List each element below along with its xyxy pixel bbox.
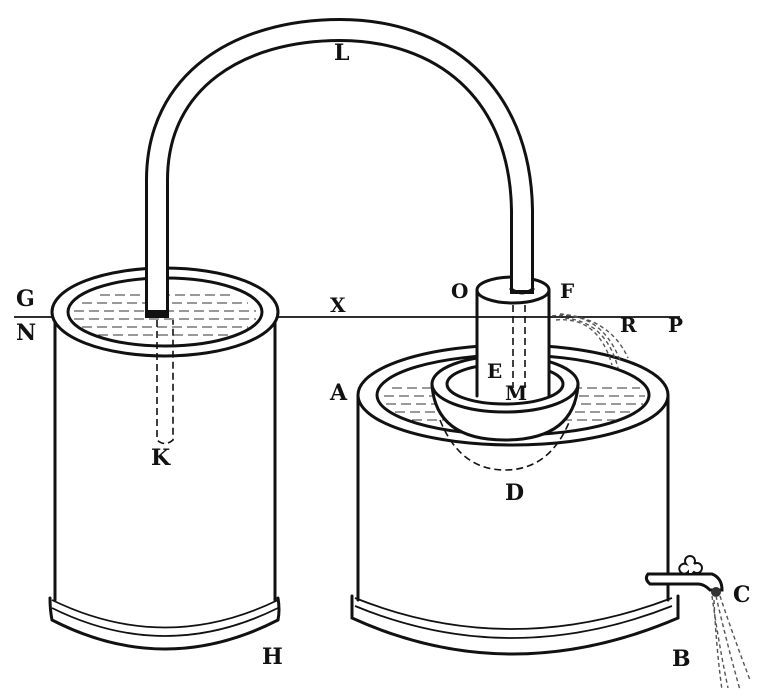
label-G: G (16, 286, 35, 312)
label-B: B (672, 646, 691, 672)
label-M: M (505, 381, 527, 405)
label-E: E (487, 359, 502, 383)
siphon-tube (145, 17, 534, 318)
label-K: K (151, 445, 171, 471)
tap (644, 555, 751, 691)
label-F: F (560, 279, 574, 303)
label-L: L (334, 40, 349, 66)
label-R: R (620, 313, 637, 337)
label-N: N (16, 320, 36, 346)
label-H: H (262, 644, 283, 670)
label-D: D (505, 480, 524, 506)
labels: G N L X O F R P E M A K D C B H (16, 40, 751, 672)
label-P: P (668, 313, 683, 337)
label-X: X (330, 293, 346, 317)
label-O: O (451, 279, 468, 303)
right-vessel (350, 232, 751, 691)
overflow-jet (551, 313, 629, 369)
label-A: A (329, 380, 348, 406)
label-C: C (733, 582, 751, 608)
